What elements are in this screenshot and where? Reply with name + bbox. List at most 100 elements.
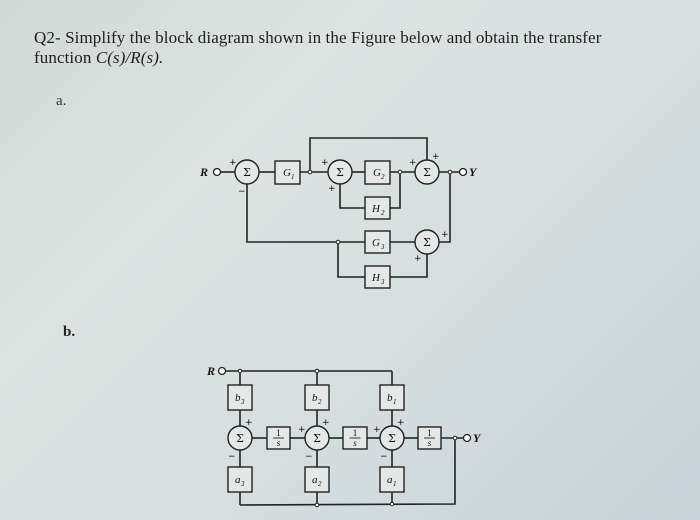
- branch-point: [447, 169, 453, 175]
- sum-junction-1: Σ + −: [229, 158, 260, 197]
- sign-plus: +: [298, 425, 306, 435]
- wire-g3out-to-h3: [337, 242, 365, 278]
- branch-point: [335, 239, 341, 245]
- input-label-r: R: [199, 165, 208, 179]
- sum-junction-2: Σ + + −: [298, 418, 330, 462]
- sigma-symbol: Σ: [313, 432, 321, 445]
- block-a3: a 3: [227, 466, 253, 493]
- input-terminal-r: [212, 167, 222, 177]
- block-a2: a 2: [304, 466, 330, 493]
- svg-text:1: 1: [393, 398, 397, 406]
- wire-feedforward-top: [309, 137, 428, 172]
- block-g1: G 1: [274, 160, 301, 185]
- question-line-1: Q2- Simplify the block diagram shown in …: [34, 28, 602, 47]
- sign-plus: +: [245, 418, 253, 428]
- block-b3: b 3: [227, 384, 253, 411]
- svg-text:b: b: [387, 392, 393, 404]
- sum-junction-1: Σ + −: [227, 418, 253, 462]
- sign-plus: +: [322, 418, 330, 428]
- output-terminal-y: [458, 167, 468, 177]
- wire-g2-to-h2: [390, 172, 401, 209]
- svg-text:H: H: [371, 203, 381, 215]
- wire-h3-to-sum4: [390, 254, 428, 278]
- wire-g3-to-sum1: [246, 184, 365, 243]
- svg-text:a: a: [235, 474, 241, 486]
- svg-text:G: G: [372, 237, 380, 249]
- sum-junction-2: Σ + +: [321, 158, 353, 194]
- integrator-block-1: 1 s: [266, 426, 291, 450]
- sigma-symbol: Σ: [236, 432, 244, 445]
- svg-text:1: 1: [291, 173, 295, 181]
- sigma-symbol: Σ: [423, 236, 431, 249]
- svg-text:s: s: [353, 438, 357, 448]
- output-label-y: Y: [473, 431, 482, 445]
- block-a1: a 1: [379, 466, 405, 493]
- sign-plus: +: [414, 254, 422, 264]
- block-b2: b 2: [304, 384, 330, 411]
- svg-text:s: s: [277, 438, 281, 448]
- sign-plus: +: [432, 152, 440, 162]
- svg-text:2: 2: [381, 173, 385, 181]
- svg-text:b: b: [235, 392, 241, 404]
- output-terminal-y: [462, 433, 472, 443]
- sign-plus: +: [321, 158, 329, 168]
- question-text: Q2- Simplify the block diagram shown in …: [34, 28, 601, 68]
- svg-text:G: G: [283, 167, 291, 179]
- svg-text:H: H: [371, 272, 381, 284]
- svg-text:b: b: [312, 392, 318, 404]
- branch-point: [314, 502, 320, 508]
- branch-point: [314, 368, 320, 374]
- block-b1: b 1: [379, 384, 405, 411]
- input-terminal-r: [217, 366, 227, 376]
- svg-text:a: a: [387, 474, 393, 486]
- svg-text:1: 1: [276, 428, 281, 438]
- sum-junction-4: Σ + +: [414, 229, 449, 264]
- svg-text:3: 3: [380, 243, 385, 251]
- svg-text:G: G: [373, 167, 381, 179]
- wire-y-to-sum4: [439, 172, 451, 243]
- output-label-y: Y: [469, 165, 478, 179]
- diagram-b: R Y b 3 b 2 b 1 Σ + −: [206, 364, 482, 508]
- wire-h2-to-sum2: [339, 184, 365, 209]
- branch-point: [452, 435, 458, 441]
- svg-text:2: 2: [318, 480, 322, 488]
- sign-plus: +: [328, 184, 336, 194]
- branch-point: [237, 368, 243, 374]
- question-line-2: function C(s)/R(s).: [34, 48, 601, 68]
- svg-text:a: a: [312, 474, 318, 486]
- input-label-r: R: [206, 364, 215, 378]
- svg-text:2: 2: [381, 209, 385, 217]
- question-line-2-prefix: function: [34, 48, 96, 67]
- branch-point: [307, 169, 313, 175]
- transfer-function-expression: C(s)/R(s).: [95, 48, 164, 67]
- block-h2: H 2: [364, 196, 391, 220]
- svg-text:3: 3: [240, 480, 245, 488]
- block-g3: G 3: [364, 230, 391, 254]
- wire-feedback-bus: [239, 438, 456, 506]
- sign-minus: −: [305, 452, 313, 462]
- svg-text:2: 2: [318, 398, 322, 406]
- svg-text:1: 1: [353, 428, 358, 438]
- svg-text:3: 3: [380, 278, 385, 286]
- sigma-symbol: Σ: [388, 432, 396, 445]
- sum-junction-3: Σ + +: [409, 152, 440, 185]
- block-g2: G 2: [364, 160, 391, 185]
- part-a-label: a.: [56, 93, 67, 109]
- svg-text:s: s: [428, 438, 432, 448]
- branch-point: [389, 501, 395, 507]
- branch-point: [397, 169, 403, 175]
- diagram-a-wires: [221, 137, 460, 278]
- sum-junction-3: Σ + + −: [373, 418, 405, 462]
- sign-plus: +: [409, 158, 417, 168]
- svg-text:1: 1: [427, 428, 432, 438]
- sign-plus: +: [229, 158, 237, 168]
- svg-text:3: 3: [240, 398, 245, 406]
- sign-plus: +: [373, 425, 381, 435]
- integrator-block-3: 1 s: [417, 426, 442, 450]
- sign-plus: +: [441, 230, 449, 240]
- integrator-block-2: 1 s: [342, 426, 368, 450]
- sigma-symbol: Σ: [336, 166, 344, 179]
- diagram-a: R Y Σ + − Σ + + Σ + + Σ +: [199, 137, 478, 289]
- sign-plus: +: [397, 418, 405, 428]
- sigma-symbol: Σ: [243, 166, 251, 179]
